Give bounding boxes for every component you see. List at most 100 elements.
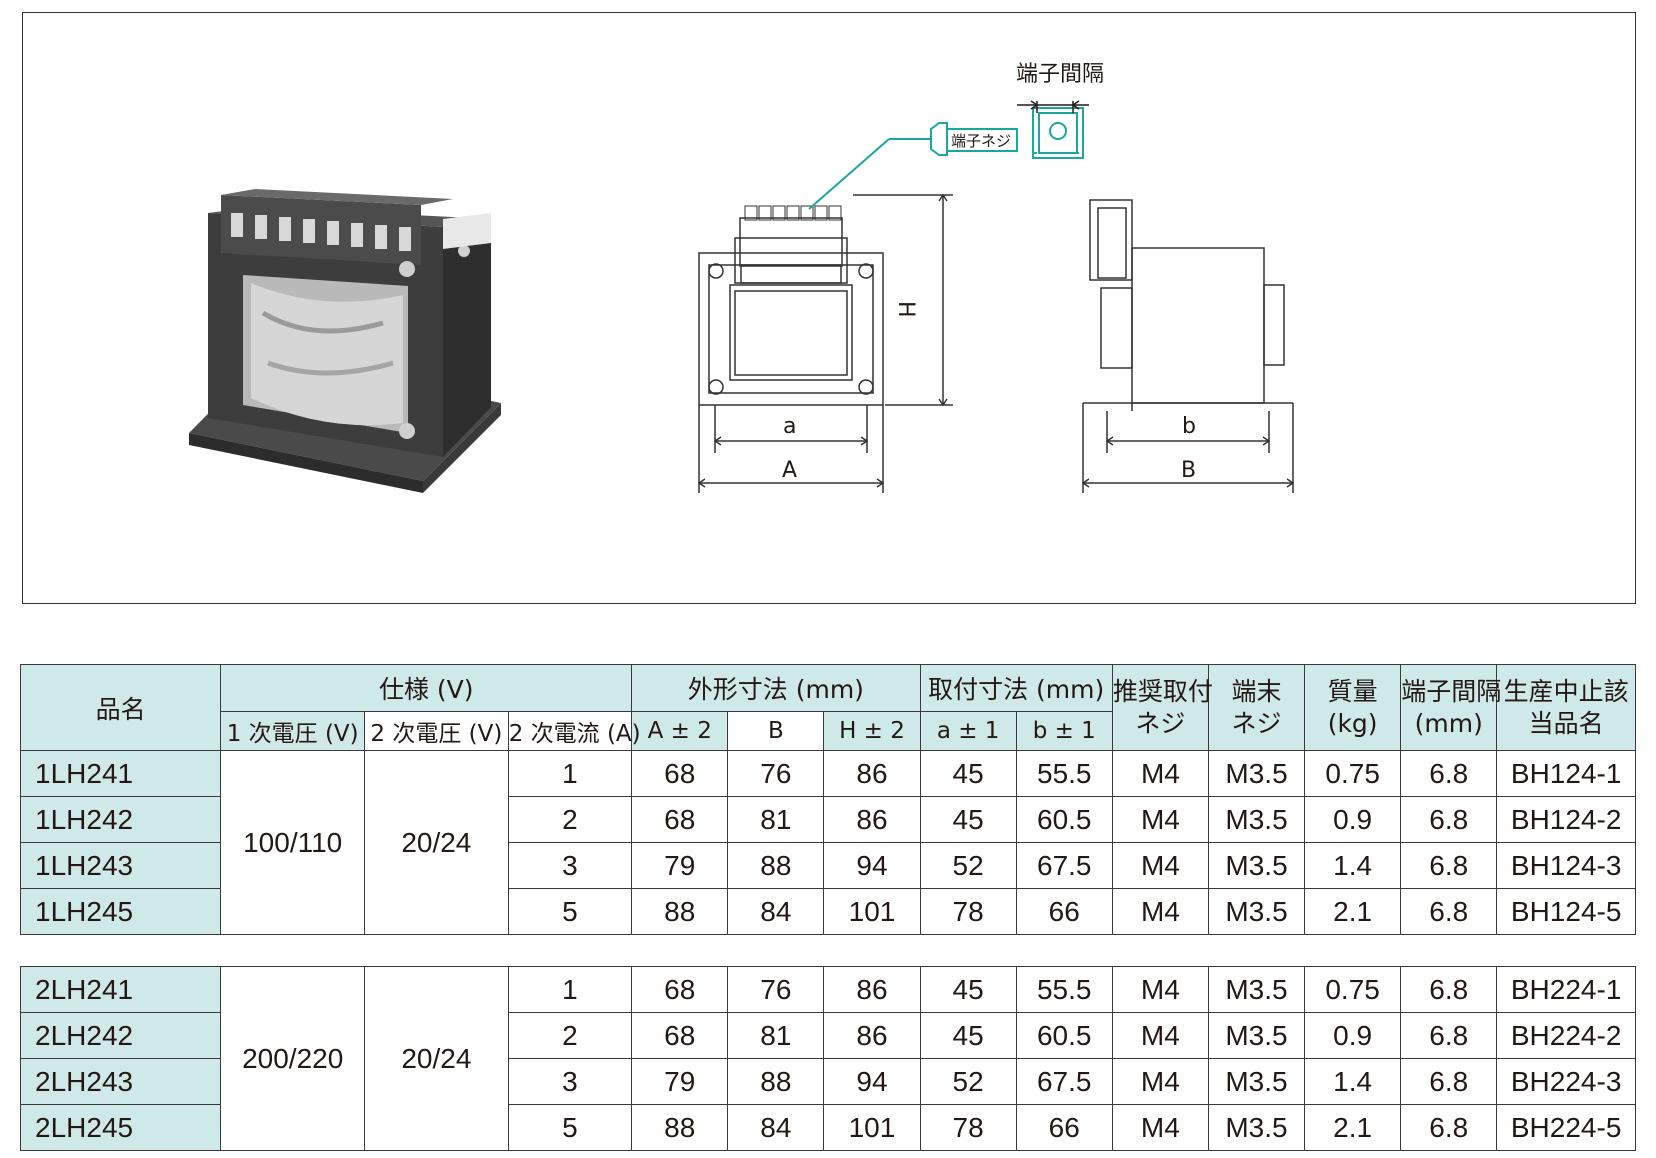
terminal-spacing-label: 端子間隔: [1016, 62, 1104, 87]
header-row-1: 品名 仕様 (V) 外形寸法 (mm) 取付寸法 (mm) 推奨取付ネジ 端末ネ…: [19, 664, 1636, 751]
dim-A-cell: 68: [631, 750, 729, 797]
dim-A-cell: 68: [631, 1012, 729, 1059]
transformer-photo: [189, 189, 501, 493]
dim-b-cell: 60.5: [1015, 796, 1113, 843]
dim-B-label: B: [1181, 458, 1196, 483]
mass-cell: 1.4: [1304, 1058, 1402, 1105]
term-screw-cell: M3.5: [1207, 1104, 1306, 1151]
dim-a-cell: 78: [919, 888, 1017, 935]
dim-A-cell: 88: [631, 1104, 729, 1151]
spacing-arrows: [1017, 100, 1089, 113]
dim-a-cell: 78: [919, 1104, 1017, 1151]
dim-B-cell: 81: [727, 1012, 825, 1059]
dimension-drawing: 端子間隔 端子ネジ H a A b B: [189, 62, 1295, 493]
primary-voltage-cell: 100/110: [220, 750, 366, 935]
col-model-header: 品名: [19, 664, 222, 751]
table-row: 1LH243 3 79 88 94 52 67.5 M4 M3.5 1.4 6.…: [19, 842, 1636, 889]
col-secondary-a-header: 2 次電流 (A): [507, 711, 641, 751]
discontinued-cell: BH124-1: [1496, 750, 1636, 797]
col-primary-v-header: 1 次電圧 (V): [220, 711, 366, 751]
table-row: 2LH241 200/220 20/24 1 68 76 86 45 55.5 …: [19, 966, 1636, 1151]
dim-a-cell: 45: [919, 1012, 1017, 1059]
col-B-header: B: [727, 711, 825, 751]
term-screw-cell: M3.5: [1207, 796, 1306, 843]
discontinued-cell: BH124-2: [1496, 796, 1636, 843]
dim-H-label: H: [893, 301, 918, 318]
current-cell: 1: [507, 750, 633, 797]
dim-A-label: A: [782, 458, 797, 483]
table-row: 1LH245 5 88 84 101 78 66 M4 M3.5 2.1 6.8…: [19, 888, 1636, 935]
dim-a-cell: 52: [919, 842, 1017, 889]
dim-H-cell: 86: [823, 966, 921, 1013]
secondary-voltage-cell: 20/24: [364, 750, 509, 935]
col-a-header: a ± 1: [919, 711, 1017, 751]
dim-a-cell: 52: [919, 1058, 1017, 1105]
model-cell: 1LH245: [19, 888, 222, 935]
term-screw-cell: M3.5: [1207, 1058, 1306, 1105]
mass-cell: 1.4: [1304, 842, 1402, 889]
rec-screw-cell: M4: [1111, 966, 1209, 1013]
current-cell: 5: [507, 1104, 633, 1151]
product-figure-box: 端子間隔 端子ネジ H a A b B: [22, 12, 1636, 604]
rec-screw-cell: M4: [1111, 750, 1209, 797]
mass-cell: 0.75: [1304, 750, 1402, 797]
spacing-cell: 6.8: [1400, 1012, 1498, 1059]
term-screw-cell: M3.5: [1207, 1012, 1306, 1059]
dim-A-cell: 79: [631, 1058, 729, 1105]
discontinued-cell: BH224-3: [1496, 1058, 1636, 1105]
col-spec-header: 仕様 (V): [220, 664, 633, 712]
dim-B-cell: 84: [727, 888, 825, 935]
current-cell: 2: [507, 1012, 633, 1059]
table-row: 2LH245 5 88 84 101 78 66 M4 M3.5 2.1 6.8…: [19, 1104, 1636, 1151]
col-mass-header: 質量(kg): [1304, 664, 1402, 751]
col-secondary-v-header: 2 次電圧 (V): [364, 711, 509, 751]
model-cell: 2LH245: [19, 1104, 222, 1151]
dim-b-cell: 55.5: [1015, 966, 1113, 1013]
current-cell: 5: [507, 888, 633, 935]
front-view: [697, 193, 953, 493]
dim-A-cell: 68: [631, 966, 729, 1013]
table-row: 2LH243 3 79 88 94 52 67.5 M4 M3.5 1.4 6.…: [19, 1058, 1636, 1105]
rec-screw-cell: M4: [1111, 842, 1209, 889]
dim-H-cell: 94: [823, 842, 921, 889]
dim-B-cell: 88: [727, 842, 825, 889]
spacing-cell: 6.8: [1400, 750, 1498, 797]
dim-H-cell: 101: [823, 888, 921, 935]
model-cell: 2LH241: [19, 966, 222, 1013]
mass-cell: 0.75: [1304, 966, 1402, 1013]
term-screw-cell: M3.5: [1207, 842, 1306, 889]
col-rec-screw-header: 推奨取付ネジ: [1111, 664, 1213, 751]
model-cell: 1LH242: [19, 796, 222, 843]
current-cell: 1: [507, 966, 633, 1013]
rec-screw-cell: M4: [1111, 796, 1209, 843]
col-spacing-header: 端子間隔(mm): [1400, 664, 1501, 751]
col-outer-dims-header: 外形寸法 (mm): [631, 664, 921, 712]
col-discontinued-header: 生産中止該当品名: [1496, 664, 1636, 751]
table-row: 1LH242 2 68 81 86 45 60.5 M4 M3.5 0.9 6.…: [19, 796, 1636, 843]
discontinued-cell: BH224-1: [1496, 966, 1636, 1013]
discontinued-cell: BH224-5: [1496, 1104, 1636, 1151]
col-H-header: H ± 2: [823, 711, 921, 751]
discontinued-cell: BH124-3: [1496, 842, 1636, 889]
dim-b-cell: 66: [1015, 1104, 1113, 1151]
dim-H-cell: 94: [823, 1058, 921, 1105]
term-screw-cell: M3.5: [1207, 966, 1306, 1013]
discontinued-cell: BH124-5: [1496, 888, 1636, 935]
table-row: 1LH241 100/110 20/24 1 68 76 86 45 55.5 …: [19, 750, 1636, 935]
mass-cell: 2.1: [1304, 1104, 1402, 1151]
col-b-header: b ± 1: [1015, 711, 1113, 751]
rec-screw-cell: M4: [1111, 1104, 1209, 1151]
model-cell: 1LH243: [19, 842, 222, 889]
dim-b-cell: 55.5: [1015, 750, 1113, 797]
term-screw-cell: M3.5: [1207, 750, 1306, 797]
mass-cell: 0.9: [1304, 796, 1402, 843]
dim-B-cell: 76: [727, 966, 825, 1013]
dim-b-cell: 67.5: [1015, 1058, 1113, 1105]
dim-a-cell: 45: [919, 796, 1017, 843]
rec-screw-cell: M4: [1111, 1012, 1209, 1059]
terminal-detail: [808, 107, 1084, 210]
dim-A-cell: 68: [631, 796, 729, 843]
spec-table-200v: 2LH241 200/220 20/24 1 68 76 86 45 55.5 …: [19, 966, 1636, 1151]
dim-b-cell: 67.5: [1015, 842, 1113, 889]
col-mount-dims-header: 取付寸法 (mm): [919, 664, 1113, 712]
